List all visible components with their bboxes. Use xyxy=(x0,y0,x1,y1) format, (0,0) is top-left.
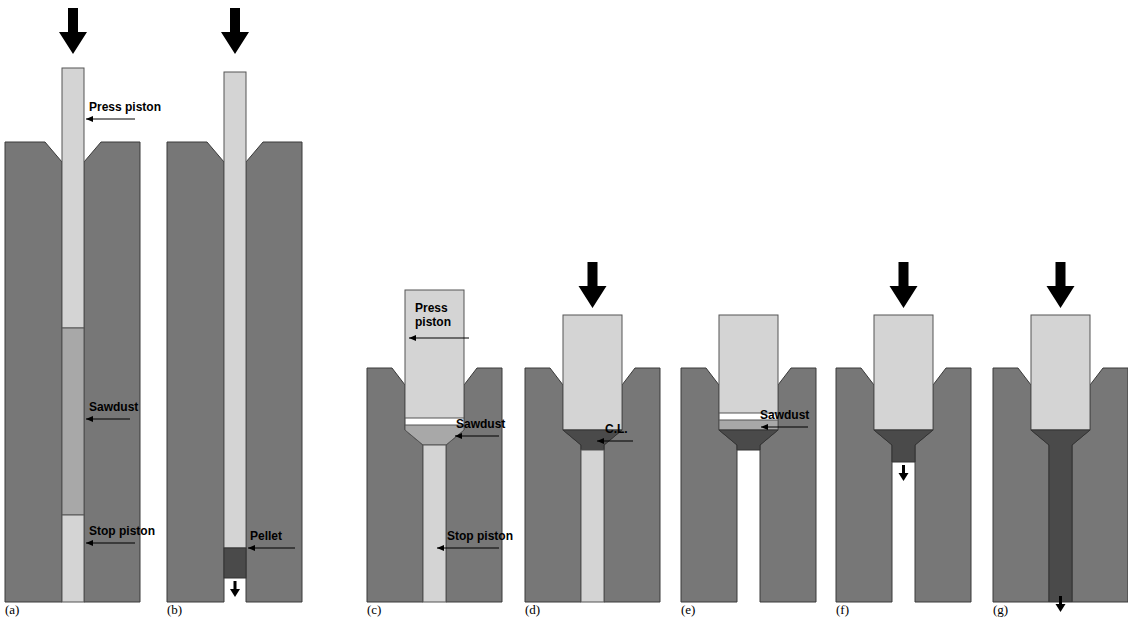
sawdust xyxy=(405,425,464,445)
press-piston xyxy=(405,290,464,418)
pellet-rod xyxy=(1031,430,1090,602)
part-name: C.L. xyxy=(605,423,628,437)
stop-piston xyxy=(423,445,446,602)
panel-letter: (d) xyxy=(525,603,540,618)
press-piston xyxy=(874,315,933,430)
die-f xyxy=(836,262,971,602)
die-d xyxy=(525,262,660,602)
compacted-layer xyxy=(874,430,933,462)
part-name: Sawdust xyxy=(89,401,138,415)
part-name: Stop piston xyxy=(447,530,513,544)
part-name: Press piston xyxy=(415,302,465,330)
part-name: Pellet xyxy=(250,530,282,544)
pellet xyxy=(224,548,246,578)
panel-letter: (f) xyxy=(836,603,849,618)
die-e xyxy=(681,315,816,602)
press-piston xyxy=(224,72,246,548)
panel-letter: (c) xyxy=(367,603,381,618)
compacted-layer xyxy=(719,430,778,450)
die-g xyxy=(993,262,1128,612)
die-a xyxy=(5,8,140,602)
stop-piston xyxy=(581,450,604,602)
stop-piston xyxy=(62,515,84,602)
sawdust xyxy=(62,328,84,515)
part-name: Stop piston xyxy=(89,525,155,539)
part-name: Sawdust xyxy=(760,409,809,423)
press-piston xyxy=(563,315,622,430)
panel-letter: (b) xyxy=(167,603,182,618)
panel-letter: (a) xyxy=(5,603,19,618)
die-b xyxy=(167,8,302,602)
press-piston xyxy=(62,68,84,328)
part-name: Sawdust xyxy=(456,418,505,432)
die-c xyxy=(367,290,502,602)
panel-letter: (g) xyxy=(993,603,1008,618)
panel-letter: (e) xyxy=(681,603,695,618)
press-piston xyxy=(1031,315,1090,430)
part-name: Press piston xyxy=(89,101,161,115)
press-piston xyxy=(719,315,778,413)
